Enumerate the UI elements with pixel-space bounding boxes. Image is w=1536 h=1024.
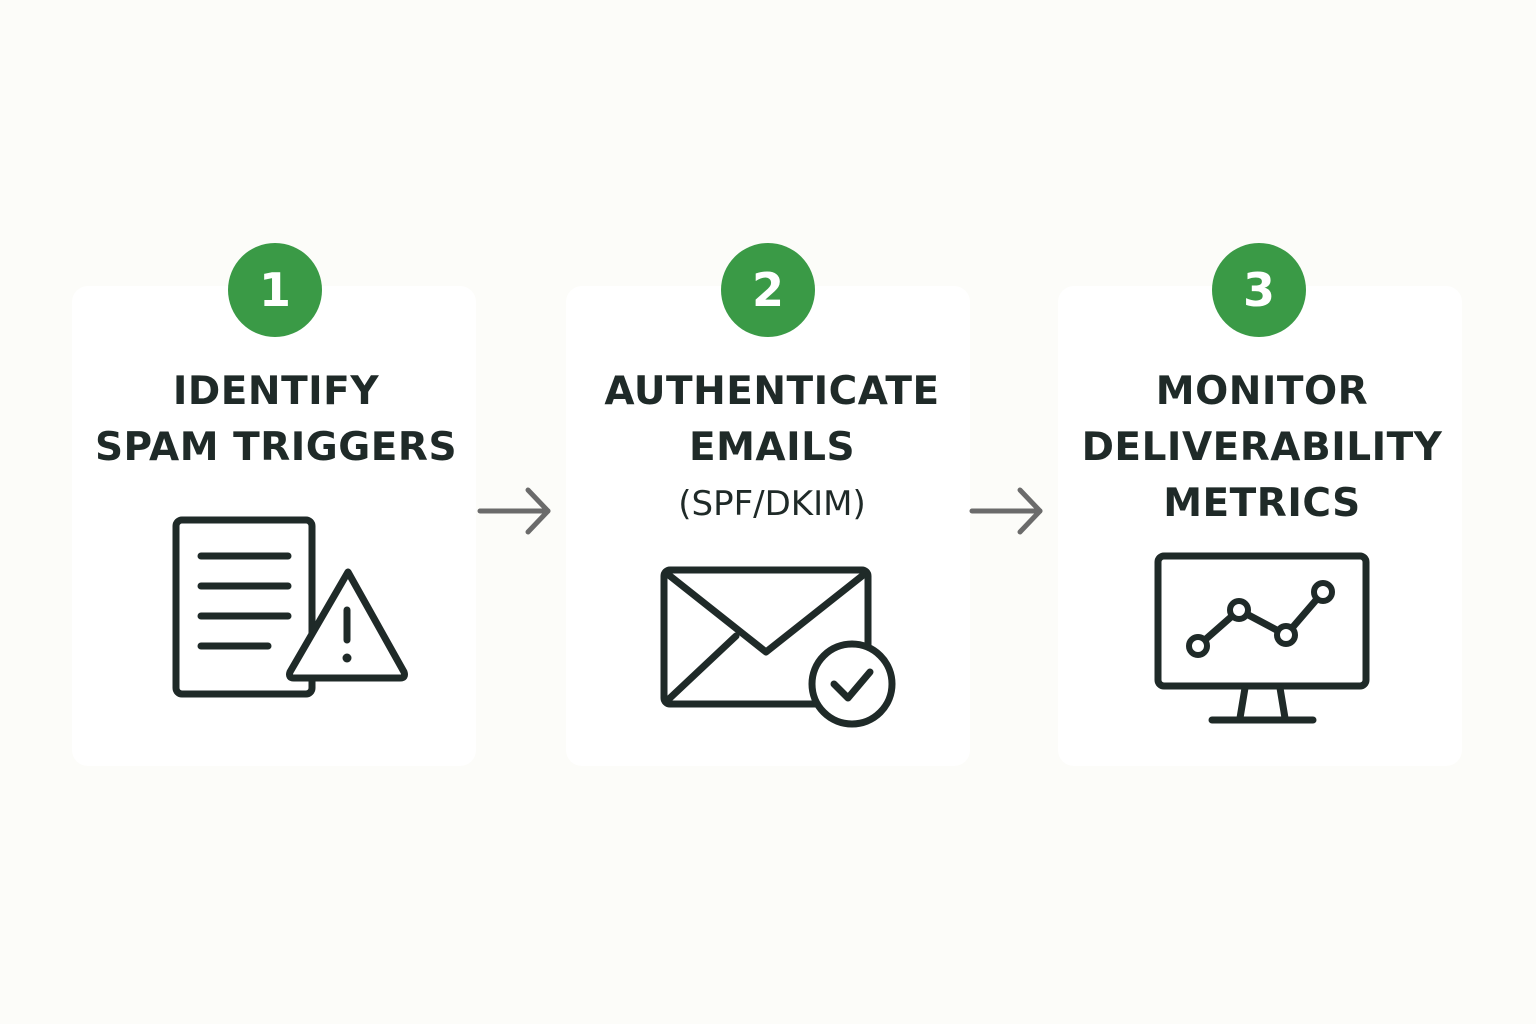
step-number-badge-2: 2 — [721, 243, 815, 337]
step-title-3: MONITOR DELIVERABILITY METRICS — [1032, 364, 1492, 532]
step-title-2-line-2: EMAILS — [688, 425, 856, 470]
step-number-badge-1: 1 — [228, 243, 322, 337]
step-title-1-line-2: SPAM TRIGGERS — [94, 425, 458, 470]
step-subtitle-2: (SPF/DKIM) — [678, 484, 866, 524]
step-title-2-line-1: AUTHENTICATE — [604, 369, 940, 414]
envelope-check-icon — [660, 566, 896, 728]
step-number-badge-3: 3 — [1212, 243, 1306, 337]
step-title-1: IDENTIFY SPAM TRIGGERS — [46, 364, 506, 476]
step-card-1 — [72, 286, 476, 766]
step-card-2 — [566, 286, 970, 766]
monitor-line-chart-icon — [1154, 552, 1370, 724]
step-title-3-line-1: MONITOR — [1155, 369, 1369, 414]
arrow-right-icon — [969, 487, 1043, 535]
step-title-2: AUTHENTICATE EMAILS (SPF/DKIM) — [542, 364, 1002, 532]
arrow-right-icon — [477, 487, 551, 535]
step-title-1-line-1: IDENTIFY — [172, 369, 380, 414]
document-warning-icon — [172, 516, 408, 698]
step-title-3-line-3: METRICS — [1163, 481, 1361, 526]
step-title-3-line-2: DELIVERABILITY — [1081, 425, 1443, 470]
